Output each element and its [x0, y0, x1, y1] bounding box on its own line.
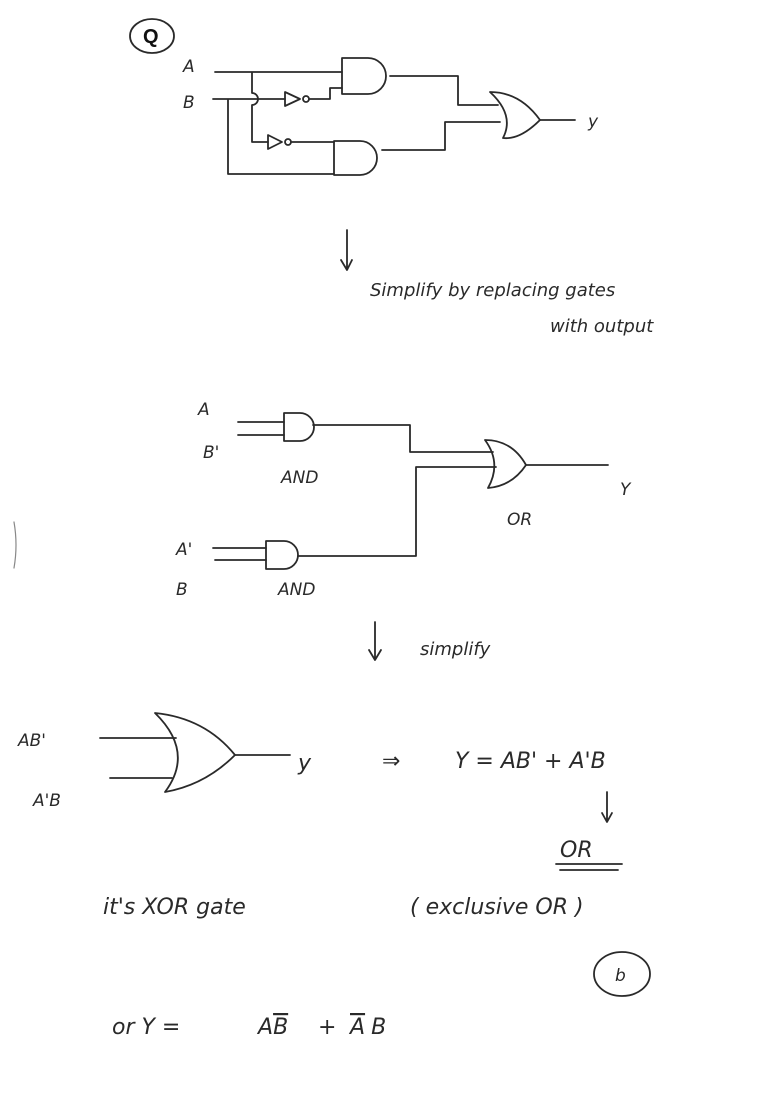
- input-a-prime-label: A': [175, 540, 192, 560]
- circuit-simplified: A B' AND A' B AND OR Y: [175, 400, 632, 600]
- implies-symbol: ⇒: [382, 749, 400, 774]
- alt-eq-plus: +: [318, 1015, 336, 1040]
- output-y-label: Y: [620, 480, 632, 500]
- part-b-circle: [593, 951, 651, 997]
- conclusion-xor: it's XOR gate: [103, 895, 246, 920]
- output-y-label: y: [297, 751, 312, 776]
- or-gate-3: [154, 712, 236, 793]
- and-gate-top: [283, 412, 315, 442]
- circuit-original: A B y: [182, 57, 599, 176]
- and-gate-1: [341, 57, 387, 95]
- question-label: Q: [143, 26, 159, 48]
- output-y-label: y: [587, 112, 599, 132]
- or-gate-2: [484, 439, 527, 489]
- step1-note-2: with output: [550, 316, 654, 337]
- not-gate-a: [267, 134, 335, 150]
- input-b-prime-label: B': [203, 443, 219, 463]
- and-bottom-label: AND: [277, 580, 315, 600]
- wires-top-inputs: [237, 421, 285, 436]
- wires-to-or: [297, 424, 497, 557]
- input-ab-prime-label: AB': [17, 731, 46, 751]
- down-arrow-icon: [368, 621, 382, 661]
- double-underline: [555, 863, 623, 871]
- input-a-prime-b-label: A'B: [32, 791, 61, 811]
- and-gate-2: [333, 140, 378, 176]
- input-a-label: A: [197, 400, 210, 420]
- not-gate-b: [284, 87, 343, 107]
- and-top-label: AND: [280, 468, 318, 488]
- circuit-final: AB' A'B y: [17, 712, 312, 811]
- input-a-label: A: [182, 57, 195, 77]
- step2-note: simplify: [420, 639, 491, 660]
- down-arrow-icon: [601, 791, 613, 823]
- wire-and-outputs: [381, 75, 501, 151]
- or-label: OR: [507, 510, 532, 530]
- wire-b: [212, 98, 335, 175]
- input-b-label: B: [176, 580, 188, 600]
- wires-bottom-inputs: [212, 547, 267, 561]
- or-gate-1: [489, 91, 541, 140]
- conclusion-exclusive-or: ( exclusive OR ): [410, 895, 584, 920]
- down-arrow-icon: [340, 229, 353, 271]
- wire-a: [214, 71, 343, 143]
- alt-eq-term1: AB: [256, 1015, 288, 1040]
- margin-mark: [13, 521, 17, 569]
- and-gate-bottom: [265, 540, 299, 570]
- alt-eq-prefix: or Y =: [112, 1015, 180, 1040]
- wires-final-inputs: [99, 737, 177, 779]
- question-marker: Q: [129, 18, 175, 54]
- or-word: OR: [560, 838, 593, 863]
- part-b-label: b: [615, 966, 626, 986]
- boolean-equation: Y = AB' + A'B: [455, 749, 606, 774]
- step1-note: Simplify by replacing gates: [370, 280, 615, 301]
- input-b-label: B: [183, 93, 195, 113]
